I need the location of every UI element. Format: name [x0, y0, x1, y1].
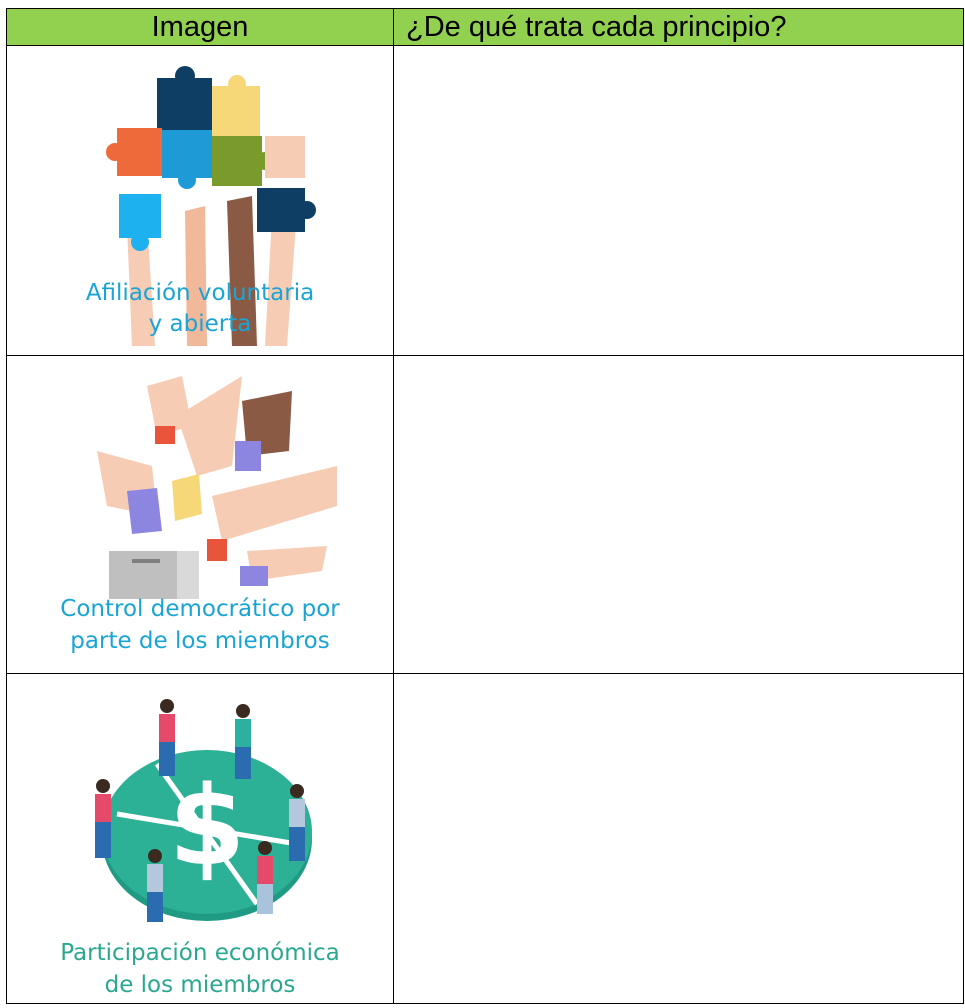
svg-text:$: $ [169, 762, 246, 890]
header-image: Imagen [6, 8, 394, 46]
table-row: Afiliación voluntaria y abierta [6, 45, 964, 356]
caption-line-2: y abierta [148, 311, 252, 337]
caption-line-1: Participación económica [60, 940, 340, 966]
answer-cell-3[interactable] [393, 673, 964, 1004]
header-description: ¿De qué trata cada principio? [393, 8, 964, 46]
table-header-row: Imagen ¿De qué trata cada principio? [6, 8, 964, 46]
answer-cell-1[interactable] [393, 45, 964, 356]
image-cell-1: Afiliación voluntaria y abierta [6, 45, 394, 356]
caption-line-2: de los miembros [104, 972, 296, 998]
table-row: $ Participación [6, 673, 964, 1004]
principles-table: Imagen ¿De qué trata cada principio? [6, 8, 964, 1004]
caption-line-1: Control democrático por [60, 596, 340, 622]
table-row: Control democrático por parte de los mie… [6, 355, 964, 674]
answer-cell-2[interactable] [393, 355, 964, 674]
image-cell-2: Control democrático por parte de los mie… [6, 355, 394, 674]
caption-line-2: parte de los miembros [70, 628, 330, 654]
puzzle-hands-illustration [106, 66, 316, 346]
image-cell-3: $ Participación [6, 673, 394, 1004]
people-on-dollar-coin-illustration: $ [95, 699, 312, 922]
caption-line-1: Afiliación voluntaria [85, 280, 315, 306]
voting-hands-ballot-box-illustration [97, 376, 337, 599]
